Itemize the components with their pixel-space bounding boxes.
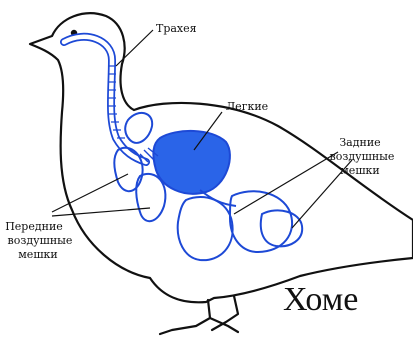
label-anterior-air-sacs-line1: Передние [5,220,63,233]
overlay-caption: Хоме [283,281,358,318]
anterior-air-sac-1 [125,113,152,143]
posterior-air-sac-1 [178,197,233,260]
label-lungs: Легкие [226,100,268,113]
label-trachea: Трахея [156,22,197,35]
label-posterior-air-sacs-line2: воздушные [330,150,395,163]
leader-trachea [116,30,153,66]
leader-anterior-2 [52,208,150,216]
label-posterior-air-sacs-line3: мешки [340,164,380,177]
posterior-air-sac-3 [261,210,302,246]
label-posterior-air-sacs-line1: Задние [339,136,380,149]
leg-left [160,300,238,334]
lungs [153,131,230,194]
label-anterior-air-sacs-line2: воздушные [8,234,73,247]
label-anterior-air-sacs-line3: мешки [18,248,58,261]
